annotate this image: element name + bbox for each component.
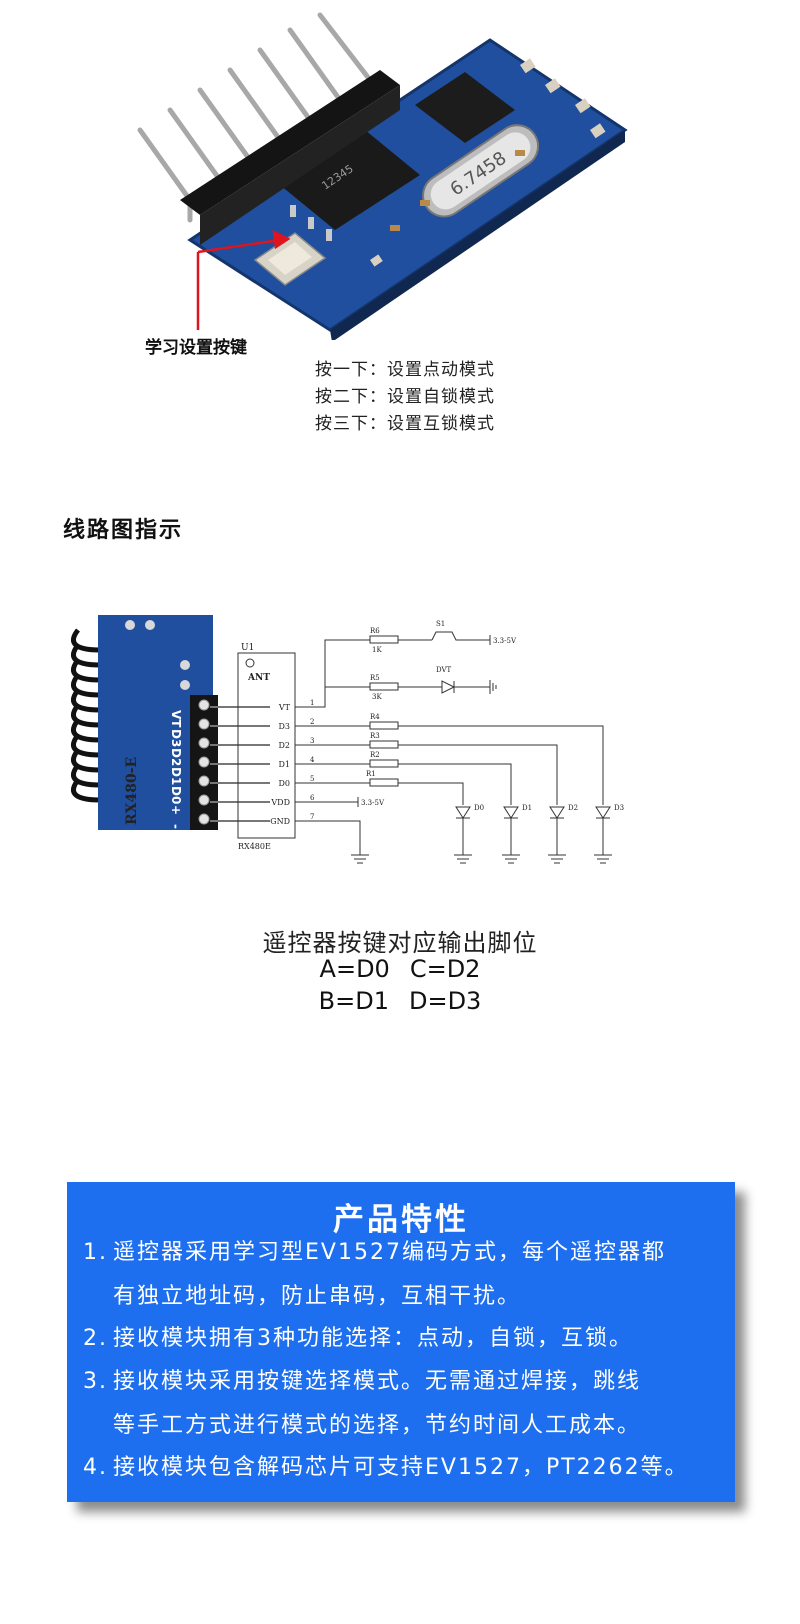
chip-ref: U1 [241,643,254,653]
resistor-ref: R4 [370,713,380,721]
module-pin-label: D3 [169,729,183,747]
callout-arrow [196,229,291,330]
chip-pin-label: D1 [278,760,290,769]
led-label: D0 [474,804,484,812]
supply-label: 3.3-5V [493,637,517,645]
module-pin-label: VT [169,710,183,728]
feature-number: 4. [83,1455,108,1480]
feature-item-2: 2.接收模块拥有3种功能选择：点动，自锁，互锁。 [83,1324,733,1354]
features-panel: 产品特性 1.遥控器采用学习型EV1527编码方式，每个遥控器都 有独立地址码，… [67,1182,735,1502]
feature-item-4: 4.接收模块包含解码芯片可支持EV1527，PT2262等。 [83,1453,733,1483]
receiver-module-photo: 12345 6.7458 [120,10,640,342]
chip-pin-label: GND [270,817,290,826]
mode-line-3: 按三下：设置互锁模式 [315,414,495,434]
mode-line-2: 按二下：设置自锁模式 [315,387,495,407]
resistor-ref: R2 [370,751,380,759]
chip-pin-label: VDD [270,798,290,807]
mapping-item: B=D1 [318,987,389,1015]
chip-pin-label: VT [278,703,291,712]
feature-text: 接收模块拥有3种功能选择：点动，自锁，互锁。 [113,1326,633,1351]
pin-number: 4 [310,756,315,764]
chip-pin-label: D3 [278,722,290,731]
led-label: D3 [614,804,624,812]
feature-text-cont: 等手工方式进行模式的选择，节约时间人工成本。 [113,1413,642,1438]
mapping-item: D=D3 [408,987,482,1015]
chip-pin-label: D0 [278,779,290,788]
module-pin-label: D0 [169,786,183,804]
mapping-row-1: A=D0 C=D2 [0,955,800,983]
switch-ref: S1 [436,620,445,628]
led-label: D1 [522,804,532,812]
feature-text: 遥控器采用学习型EV1527编码方式，每个遥控器都 [113,1240,666,1265]
chip-name: RX480E [238,842,271,851]
feature-text: 接收模块包含解码芯片可支持EV1527，PT2262等。 [113,1455,689,1480]
pin-number: 7 [310,813,314,821]
resistor-value: 3K [372,693,382,701]
pin-number: 6 [310,794,315,802]
resistor-ref: R5 [370,674,380,682]
pin-number: 3 [310,737,314,745]
feature-item-3: 3.接收模块采用按键选择模式。无需通过焊接，跳线 等手工方式进行模式的选择，节约… [83,1367,733,1441]
mapping-item: A=D0 [319,955,390,983]
feature-number: 3. [83,1369,108,1394]
pin-number: 1 [310,699,314,707]
chip-ant: ANT [247,673,270,683]
feature-text: 接收模块采用按键选择模式。无需通过焊接，跳线 [113,1369,642,1394]
mapping-row-2: B=D1 D=D3 [0,987,800,1015]
resistor-ref: R3 [370,732,380,740]
mapping-title: 遥控器按键对应输出脚位 [262,929,538,957]
feature-number: 1. [83,1240,108,1265]
circuit-title: 线路图指示 [63,518,184,543]
mode-line-1: 按一下：设置点动模式 [315,360,495,380]
module-pin-label: + [169,805,183,815]
feature-number: 2. [83,1326,108,1351]
resistor-ref: R1 [366,770,376,778]
vt-led-ref: DVT [436,666,452,674]
module-pin-label: - [169,824,183,829]
pin-number: 2 [310,718,314,726]
antenna-coil [71,628,101,803]
chip-pin-label: D2 [278,741,290,750]
pin-number: 5 [310,775,314,783]
module-label: RX480-E [124,757,140,825]
module-pin-label: D2 [169,748,183,766]
feature-text-cont: 有独立地址码，防止串码，互相干扰。 [113,1284,522,1309]
supply-label: 3.3-5V [361,799,385,807]
module-pin-label: D1 [169,767,183,785]
resistor-value: 1K [372,646,382,654]
resistor-ref: R6 [370,627,380,635]
features-title: 产品特性 [333,1202,469,1238]
feature-item-1: 1.遥控器采用学习型EV1527编码方式，每个遥控器都 有独立地址码，防止串码，… [83,1238,733,1312]
circuit-diagram: RX480-E VT D3 D2 D1 D0 + - U1 ANT [70,610,670,890]
mapping-item: C=D2 [409,955,481,983]
led-label: D2 [568,804,578,812]
callout-label: 学习设置按键 [145,338,247,358]
